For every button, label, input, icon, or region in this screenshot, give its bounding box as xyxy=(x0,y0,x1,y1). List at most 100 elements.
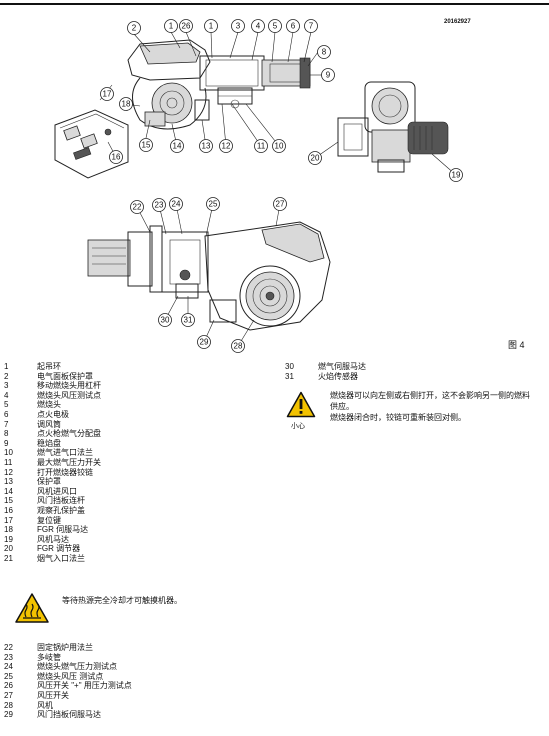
svg-text:24: 24 xyxy=(172,200,181,209)
svg-text:1: 1 xyxy=(169,22,174,31)
svg-text:4: 4 xyxy=(256,22,261,31)
svg-text:5: 5 xyxy=(273,22,278,31)
callout-11: 11 xyxy=(254,139,268,153)
callout-1b: 1 xyxy=(204,19,218,33)
callout-30: 30 xyxy=(158,313,172,327)
callout-18: 18 xyxy=(119,97,133,111)
callout-17: 17 xyxy=(100,87,114,101)
heat-warning-text: 等待热源完全冷却才可触摸机器。 xyxy=(62,596,182,605)
svg-text:6: 6 xyxy=(291,22,296,31)
svg-text:31: 31 xyxy=(184,316,193,325)
callout-15: 15 xyxy=(139,138,153,152)
svg-text:16: 16 xyxy=(112,153,121,162)
callout-8: 8 xyxy=(317,45,331,59)
callout-4: 4 xyxy=(251,19,265,33)
burner-illustration: 2 1 26 1 3 4 5 6 7 8 9 17 18 16 15 14 13… xyxy=(54,19,463,353)
document-number: 20162927 xyxy=(444,19,471,25)
callout-5: 5 xyxy=(268,19,282,33)
svg-text:29: 29 xyxy=(200,338,209,347)
svg-text:19: 19 xyxy=(452,171,461,180)
callouts-top: 2 1 26 1 3 4 5 6 7 8 9 17 18 16 15 14 13… xyxy=(100,19,463,182)
svg-text:18: 18 xyxy=(122,100,131,109)
callout-25: 25 xyxy=(206,197,220,211)
callout-6: 6 xyxy=(286,19,300,33)
callout-13: 13 xyxy=(199,139,213,153)
hot-surface-warning-icon xyxy=(15,593,49,623)
caution-caption: 小心 xyxy=(291,423,305,430)
figure-label: 图 4 xyxy=(508,340,525,350)
svg-text:15: 15 xyxy=(142,141,151,150)
svg-text:17: 17 xyxy=(103,90,112,99)
header-rule xyxy=(0,3,549,5)
svg-text:28: 28 xyxy=(234,342,243,351)
bottom-burner-drawing xyxy=(87,221,331,331)
svg-text:30: 30 xyxy=(161,316,170,325)
callout-1: 1 xyxy=(164,19,178,33)
svg-text:12: 12 xyxy=(222,142,231,151)
callout-2: 2 xyxy=(127,21,141,35)
callout-12: 12 xyxy=(219,139,233,153)
svg-text:10: 10 xyxy=(275,142,284,151)
top-burner-drawing xyxy=(127,39,311,130)
callout-23: 23 xyxy=(152,198,166,212)
side-view-drawing xyxy=(337,81,449,173)
control-panel-inset xyxy=(54,84,129,179)
callout-28: 28 xyxy=(231,339,245,353)
svg-text:11: 11 xyxy=(257,142,266,151)
callout-29: 29 xyxy=(197,335,211,349)
svg-text:25: 25 xyxy=(209,200,218,209)
callout-27: 27 xyxy=(273,197,287,211)
svg-text:2: 2 xyxy=(132,24,137,33)
svg-text:22: 22 xyxy=(133,203,142,212)
svg-text:3: 3 xyxy=(236,22,241,31)
callouts-bottom: 22 23 24 25 27 30 31 29 28 xyxy=(130,197,287,353)
callout-14: 14 xyxy=(170,139,184,153)
callout-9: 9 xyxy=(321,68,335,82)
svg-text:23: 23 xyxy=(155,201,164,210)
svg-text:27: 27 xyxy=(276,200,285,209)
callout-22: 22 xyxy=(130,200,144,214)
svg-text:13: 13 xyxy=(202,142,211,151)
svg-text:26: 26 xyxy=(182,22,191,31)
callout-31: 31 xyxy=(181,313,195,327)
callout-10: 10 xyxy=(272,139,286,153)
svg-text:20: 20 xyxy=(311,154,320,163)
callout-24: 24 xyxy=(169,197,183,211)
svg-text:9: 9 xyxy=(326,71,331,80)
callout-26: 26 xyxy=(179,19,193,33)
callout-7: 7 xyxy=(304,19,318,33)
svg-text:14: 14 xyxy=(173,142,182,151)
callout-3: 3 xyxy=(231,19,245,33)
note-hinge: 燃烧器闭合时，铰链可重新装回对侧。 xyxy=(330,413,466,422)
